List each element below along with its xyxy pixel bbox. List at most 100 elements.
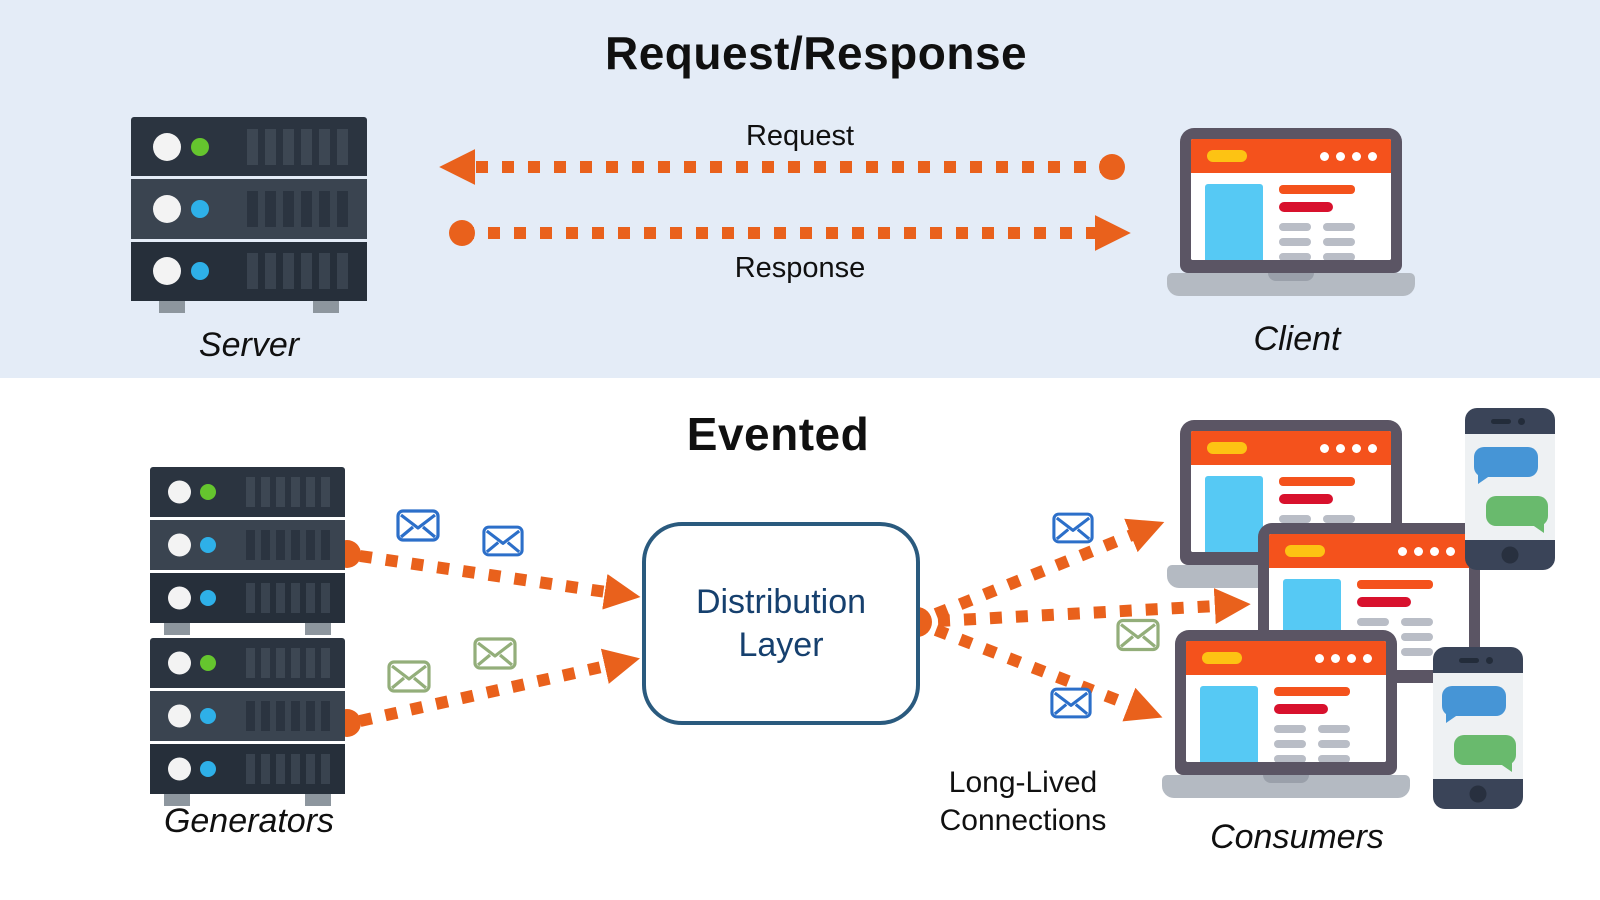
- phone-speaker-icon: [1459, 658, 1479, 663]
- server-led-icon: [200, 484, 216, 500]
- content-bar: [1274, 740, 1306, 748]
- yellow-pill-icon: [1202, 652, 1242, 664]
- content-bar: [1279, 238, 1311, 246]
- message-envelope-icon: [1116, 618, 1160, 652]
- chat-bubble-blue: [1442, 686, 1506, 723]
- server-foot: [164, 623, 190, 635]
- content-bar: [1401, 618, 1433, 626]
- server-lamp-icon: [168, 533, 191, 557]
- laptop-frame: [1175, 630, 1397, 775]
- vent-slats: [246, 754, 330, 784]
- consumer-phone-icon: [1433, 647, 1523, 809]
- laptop-base: [1167, 273, 1415, 296]
- message-envelope-icon: [387, 660, 431, 693]
- laptop-notch: [1268, 273, 1314, 281]
- content-bar: [1323, 223, 1355, 231]
- server-foot: [305, 623, 331, 635]
- generator-server-icon: [150, 467, 345, 635]
- server-unit: [150, 744, 345, 794]
- browser-content: [1186, 675, 1386, 762]
- distribution-layer-box: Distribution Layer: [642, 522, 920, 725]
- vent-slats: [247, 190, 349, 227]
- gray-text-bars: [1274, 725, 1350, 762]
- server-led-icon: [200, 537, 216, 553]
- content-bar: [1318, 755, 1350, 762]
- server-led-icon: [200, 761, 216, 777]
- long-lived-connections-label: Long-Lived Connections: [895, 764, 1151, 839]
- content-bar: [1279, 253, 1311, 260]
- vent-slats: [246, 701, 330, 731]
- phone-camera-icon: [1486, 657, 1493, 664]
- server-led-icon: [200, 655, 216, 671]
- fanout-arrow-bottom: [933, 624, 1163, 722]
- server-foot: [305, 794, 331, 806]
- server-unit: [131, 179, 367, 239]
- browser-header: [1186, 641, 1386, 675]
- content-bar: [1401, 648, 1433, 656]
- laptop-notch: [1263, 775, 1309, 783]
- client-laptop-icon: [1167, 128, 1415, 297]
- server-led-icon: [191, 137, 209, 156]
- phone-screen: [1465, 434, 1555, 540]
- vent-slats: [246, 530, 330, 560]
- phone-home-button: [1501, 546, 1519, 564]
- server-label: Server: [198, 326, 300, 364]
- server-lamp-icon: [153, 132, 181, 161]
- phone-top-bezel: [1433, 647, 1523, 673]
- client-label: Client: [1253, 320, 1341, 358]
- distribution-layer-line2: Layer: [738, 625, 824, 664]
- content-bar: [1318, 740, 1350, 748]
- cyan-panel: [1205, 476, 1263, 552]
- yellow-pill-icon: [1207, 442, 1247, 454]
- server-unit: [150, 638, 345, 688]
- content-bar: [1274, 725, 1306, 733]
- yellow-pill-icon: [1207, 150, 1247, 162]
- request-arrow-label: Request: [745, 120, 854, 152]
- window-dots-icon: [1446, 547, 1455, 556]
- content-bar: [1318, 725, 1350, 733]
- orange-text-bar: [1279, 477, 1355, 486]
- laptop-base: [1162, 775, 1410, 798]
- fanout-arrow-middle: [937, 588, 1251, 627]
- content-bar: [1274, 755, 1306, 762]
- browser-content: [1191, 173, 1391, 260]
- server-lamp-icon: [168, 651, 191, 675]
- orange-text-bar: [1357, 580, 1433, 589]
- cyan-panel: [1200, 686, 1258, 762]
- red-text-bar: [1357, 597, 1411, 607]
- content-bar: [1279, 515, 1311, 523]
- fanout-arrow-top: [933, 518, 1165, 620]
- server-led-icon: [200, 708, 216, 724]
- phone-top-bezel: [1465, 408, 1555, 434]
- window-dots-icon: [1363, 654, 1372, 663]
- browser-header: [1191, 139, 1391, 173]
- server-lamp-icon: [153, 257, 181, 286]
- server-icon: [131, 117, 367, 313]
- content-bar: [1401, 633, 1433, 641]
- cyan-panel: [1205, 184, 1263, 260]
- laptop-screen: [1186, 641, 1386, 762]
- long-lived-line1: Long-Lived: [948, 766, 1098, 799]
- vent-slats: [247, 253, 349, 290]
- phone-screen: [1433, 673, 1523, 779]
- message-envelope-icon: [1050, 687, 1092, 719]
- vent-slats: [247, 128, 349, 165]
- window-dots-icon: [1368, 152, 1377, 161]
- laptop-frame: [1180, 128, 1402, 273]
- content-bar: [1357, 618, 1389, 626]
- server-lamp-icon: [168, 480, 191, 504]
- window-dots-icon: [1368, 444, 1377, 453]
- message-envelope-icon: [482, 525, 524, 557]
- server-lamp-icon: [168, 757, 191, 781]
- server-unit: [150, 573, 345, 623]
- server-led-icon: [191, 262, 209, 281]
- response-arrow-label: Response: [734, 252, 866, 284]
- server-foot: [159, 301, 185, 313]
- server-unit: [131, 241, 367, 301]
- orange-text-bar: [1279, 185, 1355, 194]
- message-envelope-icon: [396, 509, 440, 542]
- orange-text-bar: [1274, 687, 1350, 696]
- browser-header: [1191, 431, 1391, 465]
- red-text-bar: [1279, 494, 1333, 504]
- vent-slats: [246, 477, 330, 507]
